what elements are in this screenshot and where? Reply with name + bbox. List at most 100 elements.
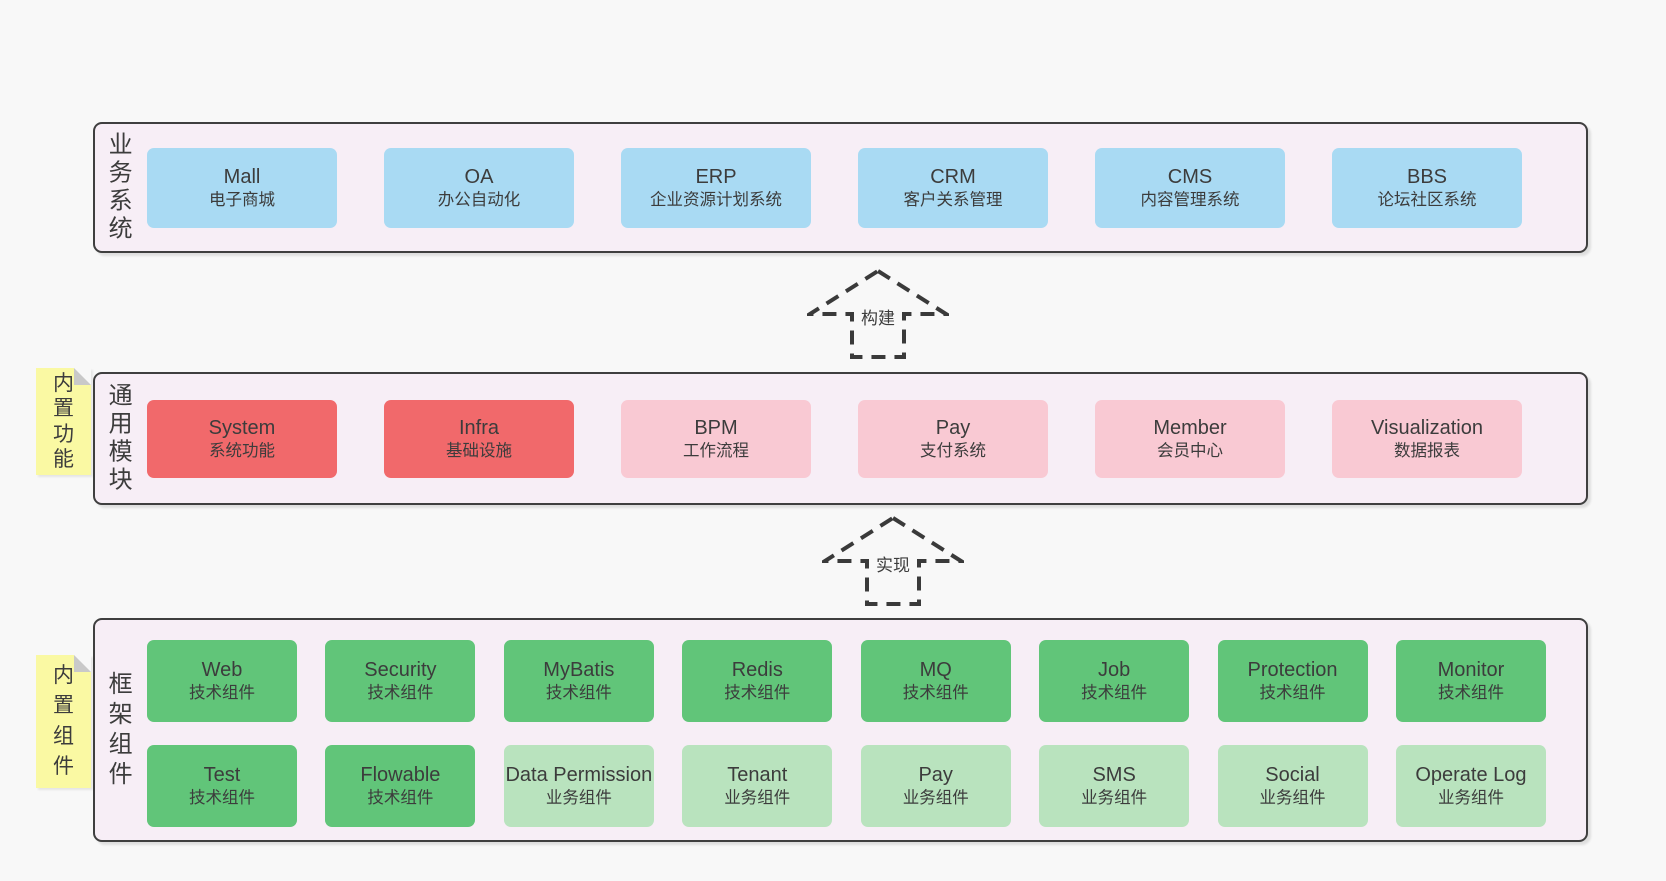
box-subtitle: 基础设施 [446,441,512,460]
box-subtitle: 系统功能 [209,441,275,460]
layer-business-systems: 业务系统 Mall 电子商城 OA 办公自动化 ERP 企业资源计划系统 CRM… [93,122,1588,253]
box-subtitle: 技术组件 [367,789,434,808]
box-visualization: Visualization 数据报表 [1332,399,1522,478]
box-subtitle: 内容管理系统 [1140,190,1240,209]
box-job: Job 技术组件 [1039,640,1190,722]
box-pay-module: Pay 支付系统 [858,399,1048,478]
box-title: BPM [694,416,738,439]
biz-components-row: Test 技术组件 Flowable 技术组件 Data Permission … [147,745,1546,827]
box-subtitle: 技术组件 [1437,684,1504,703]
box-subtitle: 业务组件 [1081,789,1148,808]
box-title: CMS [1167,165,1213,188]
box-title: Mall [223,165,261,188]
box-title: Redis [731,659,783,682]
box-title: Operate Log [1415,764,1527,787]
box-subtitle: 技术组件 [545,684,612,703]
box-subtitle: 论坛社区系统 [1377,190,1477,209]
layer-label-business-systems: 业务系统 [108,130,133,243]
box-title: MQ [919,659,952,682]
layer-label-common-modules: 通用模块 [108,381,133,494]
box-subtitle: 电子商城 [209,190,275,209]
box-subtitle: 技术组件 [902,684,969,703]
box-subtitle: 会员中心 [1157,441,1223,460]
up-arrow-outline-icon [822,515,964,606]
box-oa: OA 办公自动化 [384,147,574,228]
box-title: Test [203,764,241,787]
arrow-build: 构建 [807,268,949,360]
box-subtitle: 支付系统 [920,441,986,460]
box-title: Flowable [360,764,441,787]
box-web: Web 技术组件 [147,640,297,722]
box-title: Security [364,659,437,682]
box-title: SMS [1092,764,1136,787]
box-bbs: BBS 论坛社区系统 [1332,147,1522,228]
box-title: Infra [458,416,500,439]
box-redis: Redis 技术组件 [682,640,833,722]
layer-label-framework-components: 框架组件 [108,671,133,788]
box-sms: SMS 业务组件 [1039,745,1190,827]
common-modules-row: System 系统功能 Infra 基础设施 BPM 工作流程 Pay 支付系统… [147,374,1522,503]
box-security: Security 技术组件 [325,640,476,722]
box-subtitle: 技术组件 [367,684,434,703]
box-title: Data Permission [505,764,653,787]
box-subtitle: 技术组件 [189,684,255,703]
box-title: OA [464,165,494,188]
box-subtitle: 业务组件 [724,789,791,808]
box-subtitle: 办公自动化 [437,190,521,209]
arrow-implement-label: 实现 [873,555,913,578]
tech-components-row: Web 技术组件 Security 技术组件 MyBatis 技术组件 Redi… [147,640,1546,722]
box-mall: Mall 电子商城 [147,147,337,228]
business-systems-row: Mall 电子商城 OA 办公自动化 ERP 企业资源计划系统 CRM 客户关系… [147,124,1522,251]
box-title: Monitor [1437,659,1505,682]
box-mybatis: MyBatis 技术组件 [503,640,654,722]
box-subtitle: 业务组件 [1259,789,1326,808]
box-subtitle: 客户关系管理 [903,190,1003,209]
sticky-built-in-features: 内置功能 [36,368,91,475]
sticky-built-in-components: 内置组件 [36,655,91,788]
box-title: ERP [695,165,737,188]
sticky-label: 内置功能 [52,372,74,471]
box-subtitle: 数据报表 [1394,441,1460,460]
box-monitor: Monitor 技术组件 [1395,640,1546,722]
box-tenant: Tenant 业务组件 [682,745,833,827]
box-operate-log: Operate Log 业务组件 [1395,745,1546,827]
box-social: Social 业务组件 [1217,745,1368,827]
box-subtitle: 业务组件 [545,789,612,808]
sticky-label: 内置组件 [52,663,74,778]
box-subtitle: 技术组件 [1081,684,1148,703]
box-subtitle: 技术组件 [189,789,255,808]
box-member: Member 会员中心 [1095,399,1285,478]
box-title: Member [1153,416,1227,439]
box-title: Visualization [1371,416,1483,439]
box-subtitle: 技术组件 [724,684,791,703]
layer-common-modules: 通用模块 System 系统功能 Infra 基础设施 BPM 工作流程 Pay… [93,372,1588,505]
box-system: System 系统功能 [147,399,337,478]
box-bpm: BPM 工作流程 [621,399,811,478]
box-mq: MQ 技术组件 [860,640,1011,722]
box-erp: ERP 企业资源计划系统 [621,147,811,228]
box-subtitle: 企业资源计划系统 [650,190,782,209]
box-subtitle: 工作流程 [683,441,749,460]
box-test: Test 技术组件 [147,745,297,827]
box-title: BBS [1406,165,1448,188]
box-title: Pay [918,764,953,787]
arrow-build-label: 构建 [858,308,898,331]
box-title: Job [1097,659,1131,682]
box-title: Social [1265,764,1320,787]
box-title: Protection [1247,659,1338,682]
up-arrow-outline-icon [807,268,949,359]
box-flowable: Flowable 技术组件 [325,745,476,827]
box-subtitle: 业务组件 [902,789,969,808]
box-title: Tenant [727,764,788,787]
box-infra: Infra 基础设施 [384,399,574,478]
box-title: System [208,416,276,439]
box-protection: Protection 技术组件 [1217,640,1368,722]
box-title: MyBatis [543,659,615,682]
box-subtitle: 技术组件 [1259,684,1326,703]
box-pay-component: Pay 业务组件 [860,745,1011,827]
box-title: Web [201,659,243,682]
box-subtitle: 业务组件 [1437,789,1504,808]
box-title: CRM [930,165,976,188]
layer-framework-components: 框架组件 Web 技术组件 Security 技术组件 MyBatis 技术组件… [93,618,1588,842]
